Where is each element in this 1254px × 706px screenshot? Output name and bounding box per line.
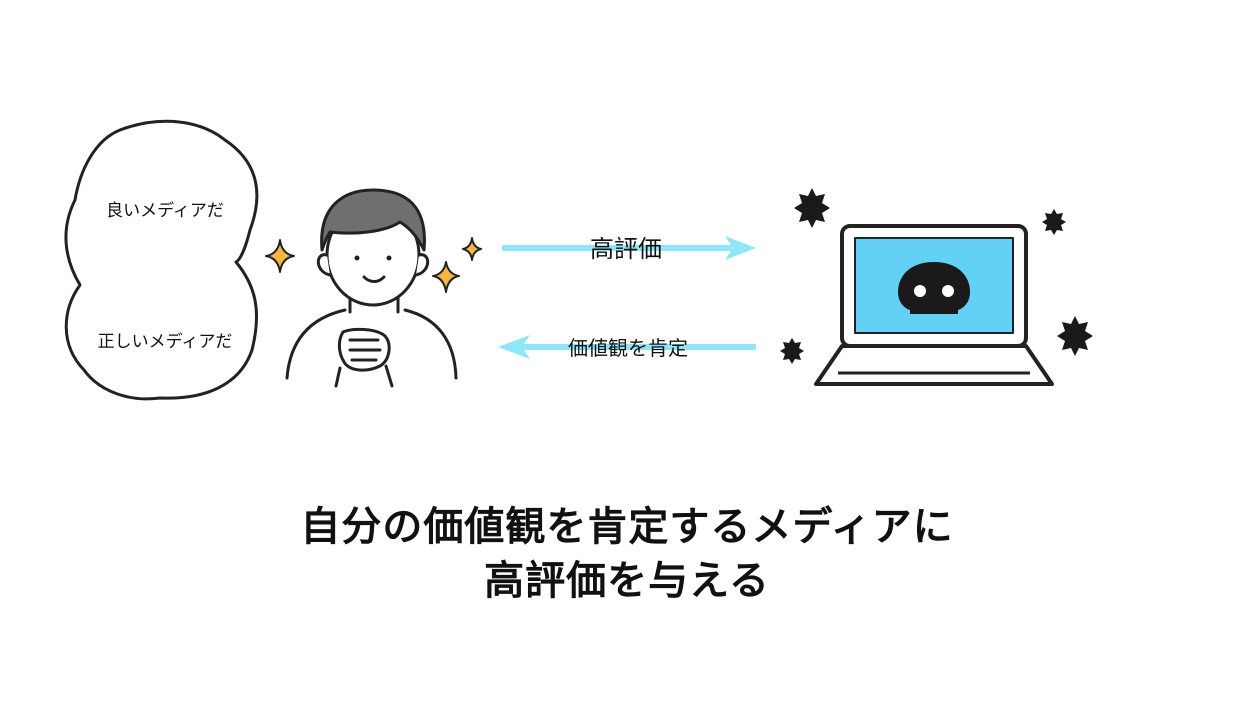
thought-bubble-icon [64,119,259,401]
virus-icon [780,188,1093,364]
caption-line-1: 自分の価値観を肯定するメディアに [300,504,954,550]
caption-line-2: 高評価を与える [484,558,770,604]
arrow-to-laptop-label: 高評価 [590,235,662,263]
thought-text-1: 良いメディアだ [106,200,224,221]
arrow-to-laptop [502,236,756,260]
arrow-to-person [498,335,756,359]
arrow-to-person-label: 価値観を肯定 [568,336,688,360]
person-icon [285,188,458,388]
skull-icon [898,262,970,314]
sparkle-icon [265,237,482,293]
thought-text-2: 正しいメディアだ [98,331,233,352]
